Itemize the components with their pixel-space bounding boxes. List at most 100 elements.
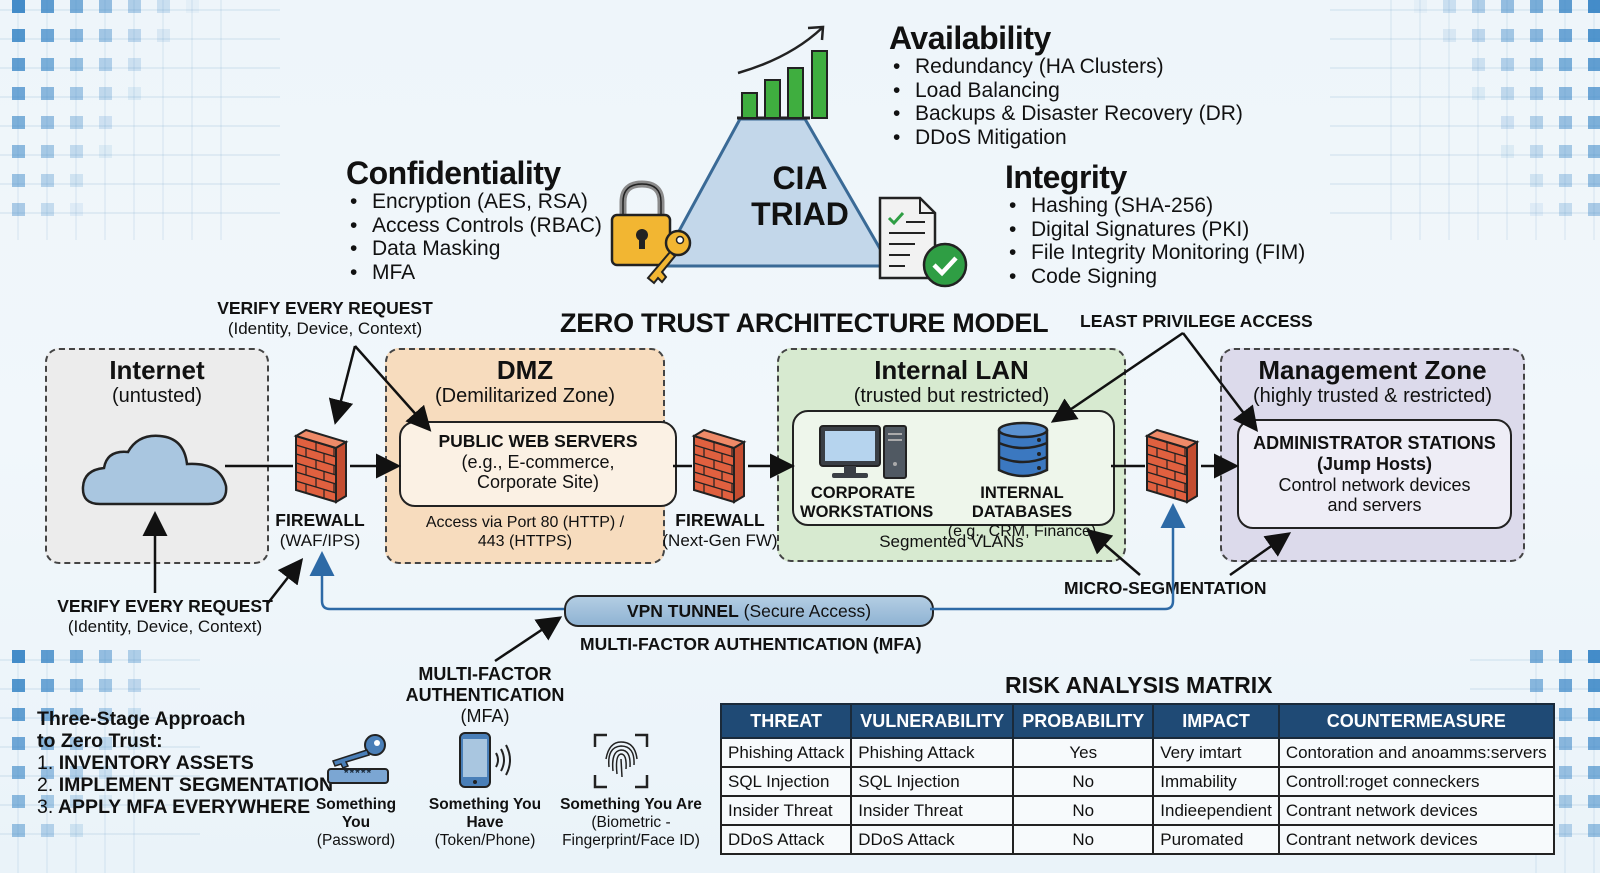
cell-probability: No [1012,795,1155,826]
key-password-icon [327,734,389,784]
workstations-line2: WORKSTATIONS [800,503,934,521]
risk-col-impact: IMPACT [1152,703,1280,739]
zone-lan-title: Internal LAN [874,355,1029,385]
firewall-waf-label: FIREWALL (WAF/IPS) [270,510,370,551]
zone-dmz-title: DMZ [496,355,554,385]
cell-threat: DDoS Attack [719,824,853,855]
confidentiality-item: Encryption (AES, RSA) [350,190,602,214]
workstations-label: CORPORATE WORKSTATIONS [800,484,934,522]
factor-label: Something You Have [428,796,542,831]
verify-request-top: VERIFY EVERY REQUEST (Identity, Device, … [215,298,435,339]
phone-token-icon [459,732,511,788]
availability-item: Backups & Disaster Recovery (DR) [893,102,1243,126]
integrity-item: File Integrity Monitoring (FIM) [1009,241,1305,265]
growth-chart-icon [737,25,828,120]
cell-threat: Phishing Attack [719,737,853,768]
cell-vulnerability: SQL Injection [850,766,1015,797]
lan-footer: Segmented VLANs [879,532,1024,551]
verify-bottom-title: VERIFY EVERY REQUEST [57,596,273,616]
approach-step-num: 2. [37,774,54,796]
firewall-waf-sub: (WAF/IPS) [279,531,361,550]
cloud-icon [81,434,228,506]
factor-label: Something You Are [560,796,702,813]
risk-col-vulnerability: VULNERABILITY [850,703,1015,739]
risk-col-probability: PROBABILITY [1012,703,1155,739]
confidentiality-item: MFA [350,261,602,285]
fingerprint-icon [593,733,649,789]
cell-impact: Puromated [1152,824,1280,855]
firewall-waf-title: FIREWALL [275,510,365,530]
cell-countermeasure: Contrant network devices [1277,795,1555,826]
confidentiality-heading: Confidentiality [346,155,561,191]
verify-top-sub: (Identity, Device, Context) [227,319,423,338]
cell-threat: Insider Threat [719,795,853,826]
risk-col-threat: THREAT [719,703,853,739]
document-check-icon [878,196,968,288]
zone-internet-title: Internet [109,355,205,385]
mfa-title-line2: AUTHENTICATION [405,685,565,705]
factor-sub: (Biometric - [591,814,671,831]
integrity-item: Hashing (SHA-256) [1009,194,1305,218]
cell-impact: Indieependient [1152,795,1280,826]
availability-list: Redundancy (HA Clusters) Load Balancing … [889,55,1243,149]
approach-step: 2. IMPLEMENT SEGMENTATION [37,774,333,796]
confidentiality-section: Confidentiality Encryption (AES, RSA) Ac… [346,155,602,284]
factor-sub2: Fingerprint/Face ID) [562,832,700,849]
mfa-factor-are: Something You Are (Biometric - Fingerpri… [558,796,704,850]
arrow-verify-top-firewall [328,345,357,425]
availability-item: Redundancy (HA Clusters) [893,55,1243,79]
public-web-servers-line2: (e.g., E-commerce, [461,452,615,472]
arrow-least-privilege-admin [1182,332,1259,432]
firewall-icon [1144,428,1200,504]
integrity-list: Hashing (SHA-256) Digital Signatures (PK… [1005,194,1305,288]
confidentiality-list: Encryption (AES, RSA) Access Controls (R… [346,190,602,284]
verify-request-bottom: VERIFY EVERY REQUEST (Identity, Device, … [55,596,275,637]
least-privilege-label: LEAST PRIVILEGE ACCESS [1080,311,1313,331]
table-row: DDoS Attack DDoS Attack No Puromated Con… [719,824,1555,855]
three-stage-approach: Three-Stage Approach to Zero Trust: 1. I… [37,708,333,818]
firewall-ngfw-sub: (Next-Gen FW) [662,531,778,550]
approach-title-line2: to Zero Trust: [37,730,163,752]
table-row: SQL Injection SQL Injection No Immabilit… [719,766,1555,797]
workstation-icon [819,425,907,479]
dmz-access-line2: 443 (HTTPS) [477,533,573,550]
cell-probability: No [1012,824,1155,855]
vpn-line-left [309,551,564,611]
arrow-microseg-lan [1086,528,1141,576]
zone-management-subtitle: (highly trusted & restricted) [1253,385,1492,407]
vpn-line-right [930,503,1186,611]
cell-threat: SQL Injection [719,766,853,797]
arrow-least-privilege-db [1050,331,1184,423]
public-web-servers-box[interactable]: PUBLIC WEB SERVERS (e.g., E-commerce, Co… [399,421,677,507]
risk-col-countermeasure: COUNTERMEASURE [1277,703,1555,739]
confidentiality-item: Access Controls (RBAC) [350,214,602,238]
firewall-ngfw-title: FIREWALL [675,510,765,530]
approach-title-line1: Three-Stage Approach [37,708,246,730]
vpn-tunnel-title: VPN TUNNEL [626,601,739,621]
public-web-servers-title: PUBLIC WEB SERVERS [438,431,638,451]
dmz-access-line1: Access via Port 80 (HTTP) / [425,514,625,531]
vpn-tunnel-sub: (Secure Access) [738,601,872,621]
arrow-verify-top-dmz [354,345,432,432]
databases-title: INTERNAL DATABASES [971,484,1073,521]
administrator-stations-box[interactable]: ADMINISTRATOR STATIONS (Jump Hosts) Cont… [1237,419,1512,529]
firewall-icon [293,428,349,504]
approach-step-num: 1. [37,752,54,774]
cia-title-line2: TRIAD [751,196,849,232]
arrow-mfa-to-vpn [494,616,563,663]
availability-item: DDoS Mitigation [893,126,1243,150]
arrow-microseg-mgmt [1229,532,1292,577]
availability-item: Load Balancing [893,79,1243,103]
cell-probability: No [1012,766,1155,797]
workstations-line1: CORPORATE [810,484,916,502]
zone-management-title: Management Zone [1258,355,1487,385]
database-icon [997,421,1049,478]
integrity-item: Code Signing [1009,265,1305,289]
public-web-servers-line3: Corporate Site) [476,472,600,492]
approach-step-text: INVENTORY ASSETS [58,752,254,774]
integrity-section: Integrity Hashing (SHA-256) Digital Sign… [1005,159,1305,288]
mfa-title-line1: MULTI-FACTOR [418,664,552,684]
lock-key-icon [610,180,692,285]
vpn-tunnel[interactable]: VPN TUNNEL (Secure Access) [564,595,934,627]
